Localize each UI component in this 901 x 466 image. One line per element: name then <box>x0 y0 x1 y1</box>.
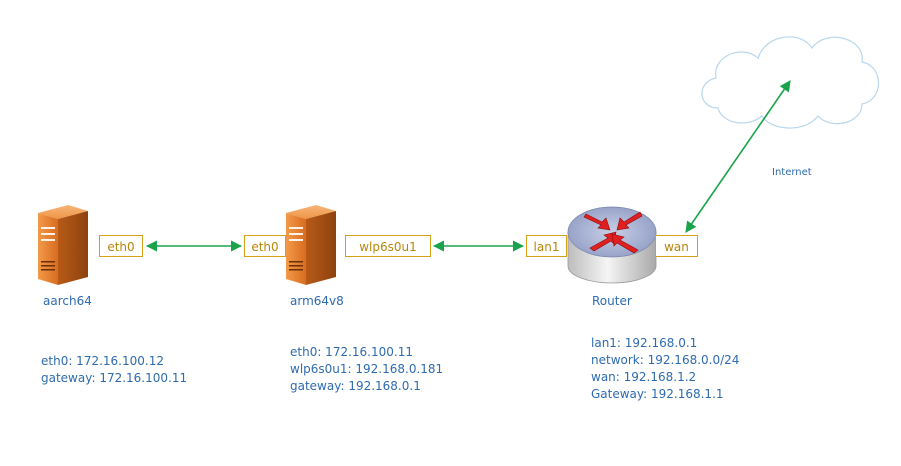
port-arm64v8-wlp6s0u1: wlp6s0u1 <box>345 235 431 257</box>
server-icon <box>38 205 88 285</box>
node-name-router: Router <box>592 294 632 308</box>
info-line: eth0: 172.16.100.12 <box>41 354 164 368</box>
info-line: gateway: 172.16.100.11 <box>41 371 188 385</box>
info-line: wan: 192.168.1.2 <box>591 370 697 384</box>
node-name-aarch64: aarch64 <box>43 294 92 308</box>
info-line: eth0: 172.16.100.11 <box>290 345 413 359</box>
info-line: Gateway: 192.168.1.1 <box>591 387 724 401</box>
cloud-icon <box>701 36 879 129</box>
link-router-internet <box>685 80 791 233</box>
info-line: lan1: 192.168.0.1 <box>591 336 698 350</box>
port-router-wan: wan <box>655 235 698 257</box>
info-router: lan1: 192.168.0.1 network: 192.168.0.0/2… <box>591 335 739 403</box>
port-arm64v8-eth0: eth0 <box>244 235 286 257</box>
info-arm64v8: eth0: 172.16.100.11 wlp6s0u1: 192.168.0.… <box>290 344 443 395</box>
info-line: gateway: 192.168.0.1 <box>290 379 421 393</box>
info-line: wlp6s0u1: 192.168.0.181 <box>290 362 444 376</box>
internet-label: Internet <box>772 167 812 178</box>
node-name-arm64v8: arm64v8 <box>290 294 344 308</box>
info-aarch64: eth0: 172.16.100.12 gateway: 172.16.100.… <box>41 353 187 387</box>
port-router-lan1: lan1 <box>526 235 567 257</box>
port-aarch64-eth0: eth0 <box>99 235 143 257</box>
info-line: network: 192.168.0.0/24 <box>591 353 740 367</box>
router-icon <box>567 206 657 284</box>
server-icon <box>286 205 336 285</box>
